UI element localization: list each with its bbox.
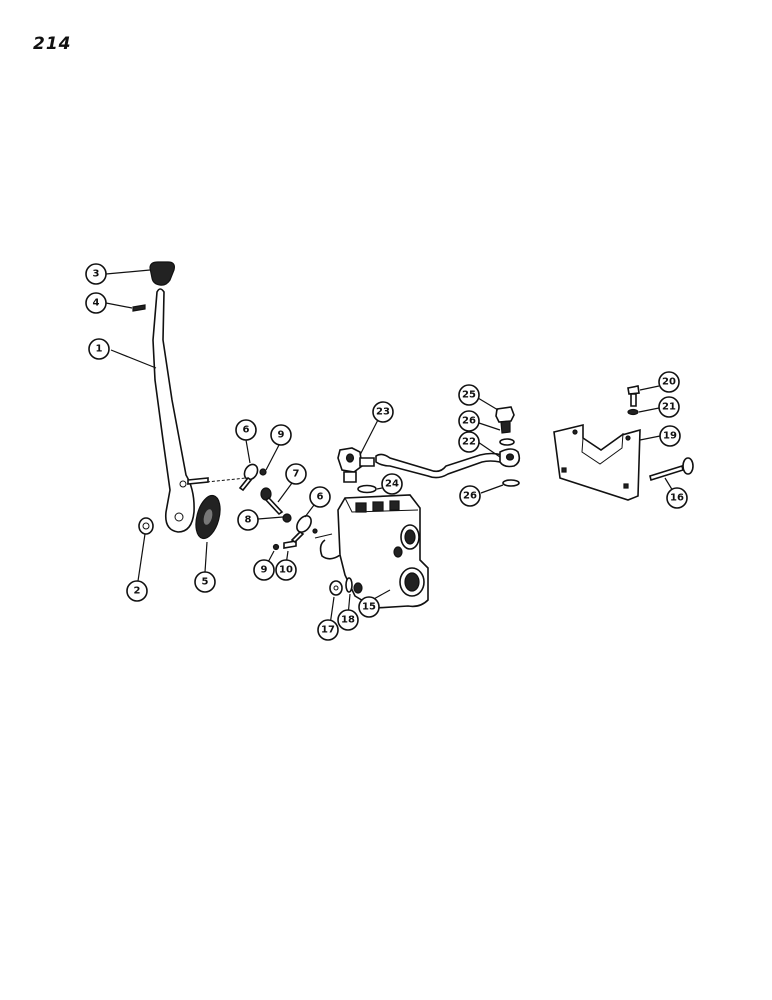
tube-part <box>375 448 521 479</box>
svg-text:20: 20 <box>662 377 676 388</box>
callout-9a: 9 <box>270 424 292 446</box>
svg-text:7: 7 <box>293 469 300 480</box>
callout-19: 19 <box>659 425 681 447</box>
callout-15: 15 <box>358 596 380 618</box>
page-number: 214 <box>33 34 72 54</box>
svg-text:21: 21 <box>662 402 676 413</box>
svg-text:25: 25 <box>462 390 476 401</box>
svg-text:10: 10 <box>279 565 293 576</box>
svg-text:15: 15 <box>362 602 376 613</box>
callout-17: 17 <box>317 619 339 641</box>
svg-text:4: 4 <box>93 298 100 309</box>
callout-5: 5 <box>194 571 216 593</box>
svg-text:1: 1 <box>96 344 103 355</box>
callout-25: 25 <box>458 384 480 406</box>
svg-text:19: 19 <box>663 431 677 442</box>
svg-text:18: 18 <box>341 615 355 626</box>
callout-2: 2 <box>126 580 148 602</box>
linkage-parts <box>238 463 318 551</box>
svg-text:24: 24 <box>385 479 399 490</box>
callout-26a: 26 <box>458 410 480 432</box>
plug-and-washer-parts <box>329 577 353 596</box>
svg-text:6: 6 <box>243 425 250 436</box>
callout-23: 23 <box>372 401 394 423</box>
screw-and-washer-parts <box>627 385 640 416</box>
callout-10: 10 <box>275 559 297 581</box>
lever-part <box>152 288 247 533</box>
svg-text:6: 6 <box>317 492 324 503</box>
banjo-bolt-part <box>495 406 520 487</box>
svg-text:23: 23 <box>376 407 390 418</box>
callout-1: 1 <box>88 338 110 360</box>
valve-body-part <box>314 494 429 609</box>
callout-3: 3 <box>85 263 107 285</box>
callout-18: 18 <box>337 609 359 631</box>
callout-21: 21 <box>658 396 680 418</box>
svg-text:26: 26 <box>463 491 477 502</box>
tee-fitting-part <box>337 447 377 494</box>
callout-4: 4 <box>85 292 107 314</box>
callout-16: 16 <box>666 487 688 509</box>
svg-text:2: 2 <box>134 586 141 597</box>
svg-text:9: 9 <box>278 430 285 441</box>
callout-26b: 26 <box>459 485 481 507</box>
callout-9b: 9 <box>253 559 275 581</box>
callout-8: 8 <box>237 509 259 531</box>
svg-text:26: 26 <box>462 416 476 427</box>
callout-22: 22 <box>458 431 480 453</box>
carriage-bolt-part <box>649 457 694 482</box>
pin-part <box>132 304 146 312</box>
svg-text:16: 16 <box>670 493 684 504</box>
knob-part <box>149 261 175 286</box>
callout-6a: 6 <box>235 419 257 441</box>
callout-24: 24 <box>381 473 403 495</box>
callout-20: 20 <box>658 371 680 393</box>
svg-text:22: 22 <box>462 437 476 448</box>
svg-text:17: 17 <box>321 625 335 636</box>
friction-disc-part <box>195 494 221 540</box>
svg-text:5: 5 <box>202 577 209 588</box>
callout-6b: 6 <box>309 486 331 508</box>
nut-part <box>138 517 154 535</box>
bracket-part <box>553 423 641 501</box>
svg-text:9: 9 <box>261 565 268 576</box>
callout-7: 7 <box>285 463 307 485</box>
svg-text:8: 8 <box>245 515 252 526</box>
svg-text:3: 3 <box>93 269 100 280</box>
